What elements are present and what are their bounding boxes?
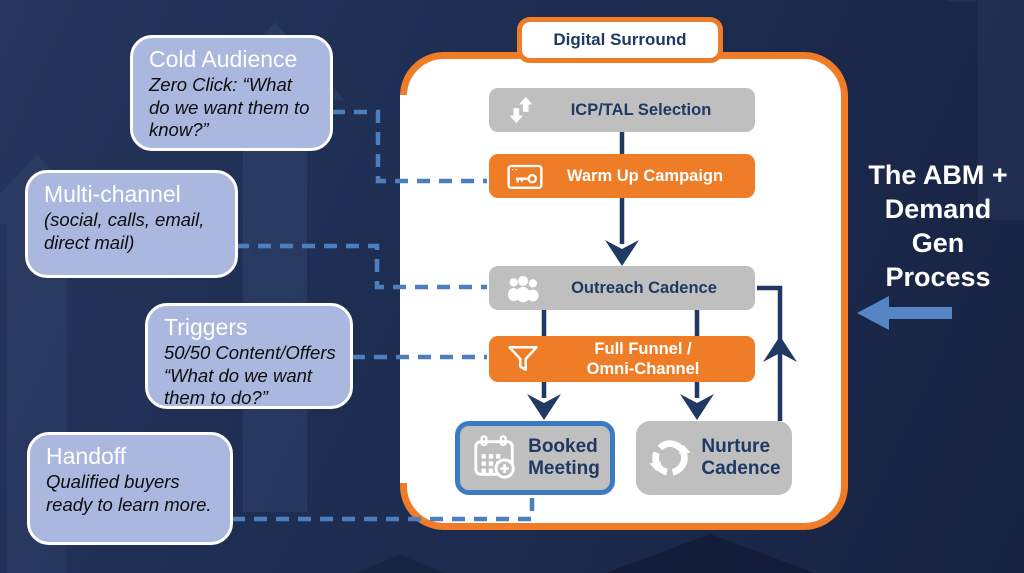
node-booked-meeting: Booked Meeting	[455, 421, 615, 495]
step-icp-tal-selection: ICP/TAL Selection	[489, 88, 755, 132]
cycle-arrows-icon	[647, 435, 693, 481]
slide-title-line: Demand	[884, 194, 992, 224]
terminal-label: Booked Meeting	[528, 435, 600, 479]
step-label: Outreach Cadence	[571, 278, 717, 297]
side-left-arrow	[857, 296, 952, 330]
container-open-left-edge	[400, 95, 409, 483]
step-label: ICP/TAL Selection	[570, 100, 712, 119]
step-warm-up-campaign: Warm Up Campaign	[489, 154, 755, 198]
callout-title: Handoff	[46, 443, 127, 469]
callout-body: (social, calls, email, direct mail)	[44, 209, 205, 253]
slide-title-line: Gen	[911, 228, 965, 258]
digital-surround-header: Digital Surround	[517, 17, 723, 63]
callout-title: Multi-channel	[44, 181, 181, 207]
step-label: Full Funnel / Omni-Channel	[586, 339, 700, 378]
step-label: Warm Up Campaign	[566, 166, 724, 185]
people-group-icon	[505, 273, 543, 303]
callout-triggers: Triggers 50/50 Content/Offers “What do w…	[145, 303, 353, 409]
callout-body: Qualified buyers ready to learn more.	[46, 471, 212, 515]
background-chevron	[300, 555, 500, 573]
sort-arrows-icon	[505, 94, 537, 126]
callout-cold-audience: Cold Audience Zero Click: “What do we wa…	[130, 35, 333, 151]
step-outreach-cadence: Outreach Cadence	[489, 266, 755, 310]
slide-title-line: Process	[885, 262, 991, 292]
callout-multi-channel: Multi-channel (social, calls, email, dir…	[25, 170, 238, 278]
callout-title: Triggers	[164, 314, 248, 340]
terminal-label: Nurture Cadence	[701, 435, 781, 479]
node-nurture-cadence: Nurture Cadence	[636, 421, 792, 495]
slide-title: The ABM + Demand Gen Process	[852, 158, 1024, 294]
callout-handoff: Handoff Qualified buyers ready to learn …	[27, 432, 233, 545]
step-full-funnel-omni-channel: Full Funnel / Omni-Channel	[489, 336, 755, 382]
callout-body: Zero Click: “What do we want them to kno…	[149, 74, 310, 141]
funnel-icon	[505, 343, 541, 375]
callout-title: Cold Audience	[149, 46, 298, 72]
callout-body: 50/50 Content/Offers “What do we want th…	[164, 342, 336, 409]
digital-surround-label: Digital Surround	[553, 30, 687, 49]
browser-key-icon	[505, 160, 545, 192]
slide-title-line: The ABM +	[868, 160, 1008, 190]
calendar-plus-icon	[470, 434, 520, 482]
